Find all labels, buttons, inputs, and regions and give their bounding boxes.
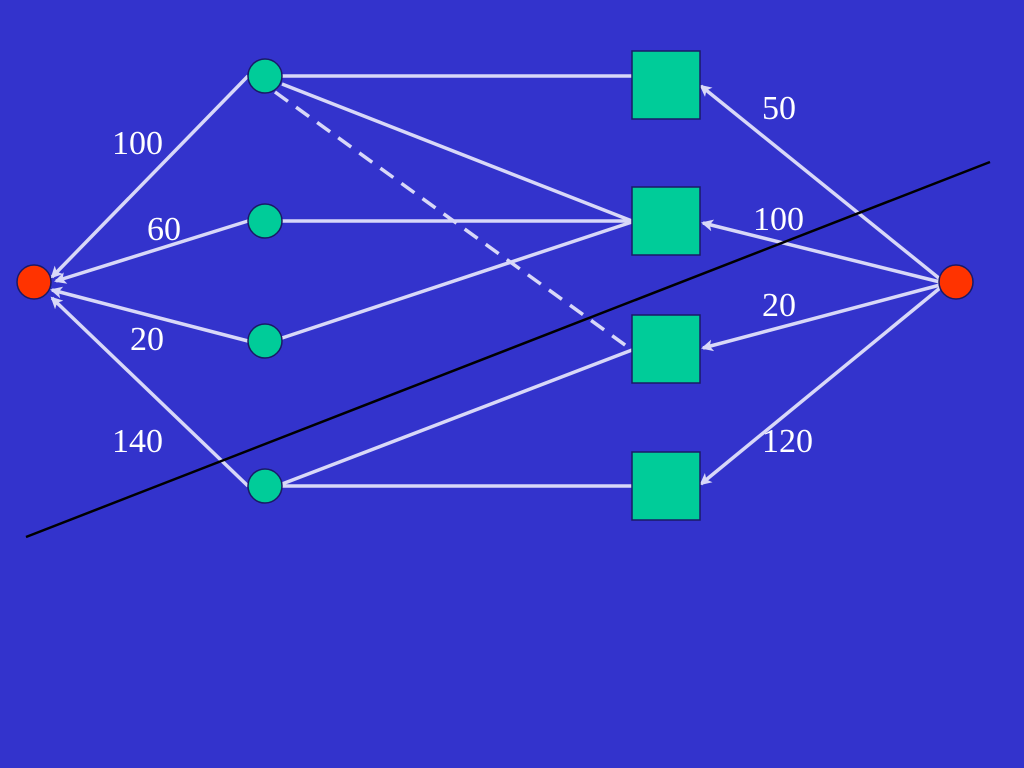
edge-source-r4 xyxy=(699,286,942,486)
node-source xyxy=(938,264,974,300)
node-r2 xyxy=(631,186,701,256)
edge-l2-sink xyxy=(54,219,249,284)
edge-source-r1 xyxy=(699,84,942,281)
edge-source-r2 xyxy=(701,219,941,284)
edge-l1-sink xyxy=(50,74,250,279)
capacity-label-l4-sink: 140 xyxy=(112,423,163,460)
node-l2 xyxy=(247,203,283,239)
edge-source-r3 xyxy=(701,283,941,352)
capacity-label-source-r1: 50 xyxy=(762,90,796,127)
edge-l4-r3 xyxy=(281,348,633,486)
node-r4 xyxy=(631,451,701,521)
node-r1 xyxy=(631,50,701,120)
edge-l3-sink xyxy=(50,286,249,343)
node-l3 xyxy=(247,323,283,359)
edge-l3-r2 xyxy=(281,220,633,340)
node-sink xyxy=(16,264,52,300)
edge-l1-r2 xyxy=(281,82,633,223)
nodes-layer xyxy=(16,50,974,521)
capacity-label-source-r2: 100 xyxy=(753,201,804,238)
capacity-label-l3-sink: 20 xyxy=(130,321,164,358)
labels-layer: 100 60 20 140 50 100 20 120 xyxy=(112,90,813,460)
capacity-label-source-r3: 20 xyxy=(762,287,796,324)
node-l4 xyxy=(247,468,283,504)
cut-layer xyxy=(25,160,991,539)
capacity-label-l2-sink: 60 xyxy=(147,211,181,248)
cut-line xyxy=(25,160,991,539)
edge-l4-sink xyxy=(50,296,250,488)
node-l1 xyxy=(247,58,283,94)
edges-layer xyxy=(50,74,942,488)
node-r3 xyxy=(631,314,701,384)
capacity-label-source-r4: 120 xyxy=(762,423,813,460)
capacity-label-l1-sink: 100 xyxy=(112,125,163,162)
